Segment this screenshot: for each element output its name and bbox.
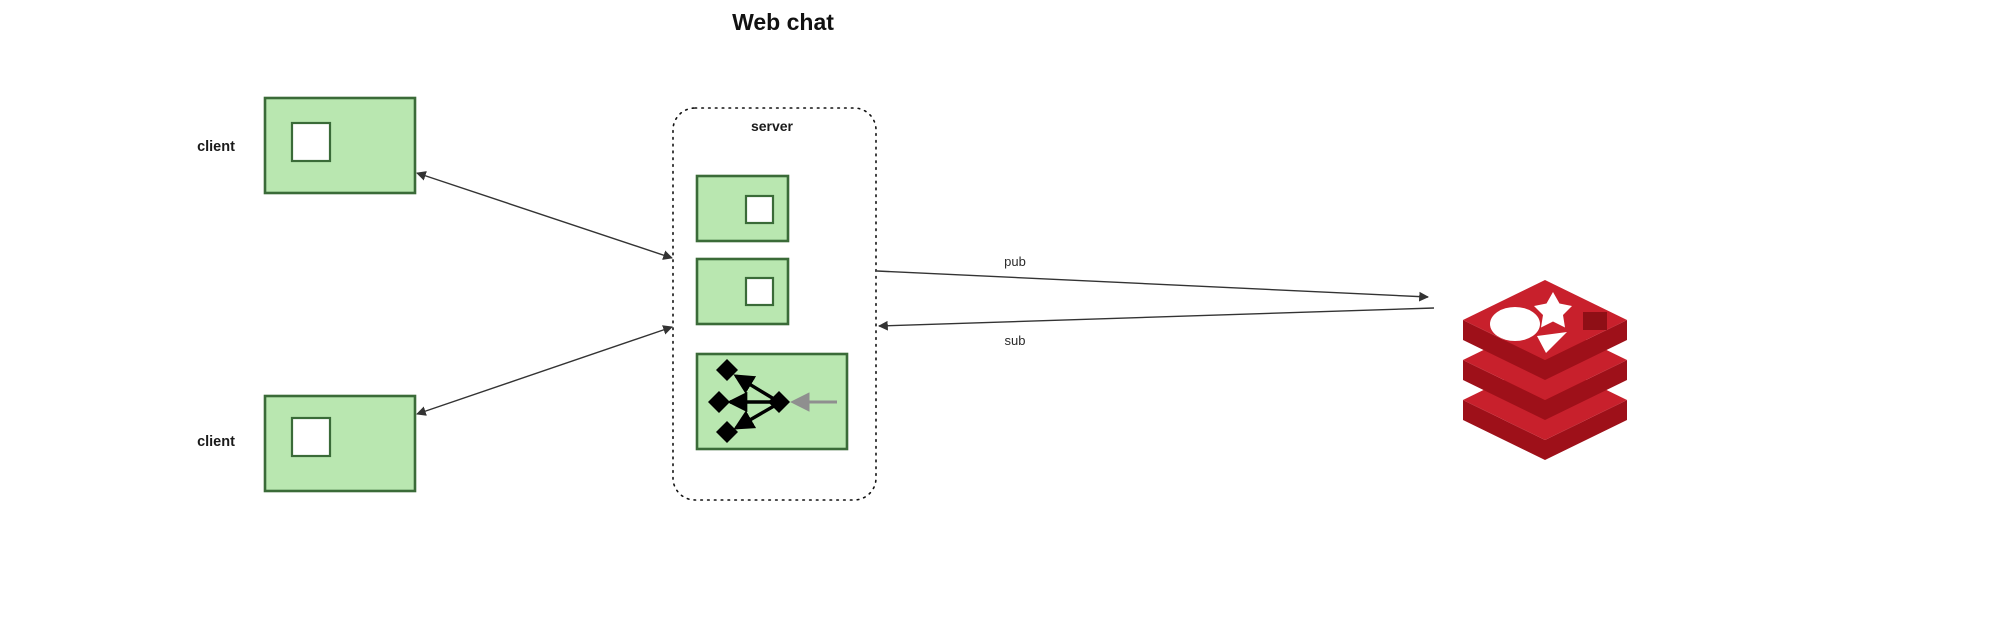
server-container-boundary [672,107,877,501]
client-bottom-inner-square [290,416,332,458]
fanout-hub-diamond [768,391,790,413]
client-bottom-label: client [197,434,235,450]
redis-star-glyph [1534,292,1572,328]
server-process-2-inner-square [744,276,775,307]
page-title: Web chat [732,9,834,35]
server-process-1-box[interactable] [695,174,790,243]
edges-layer: pub sub [416,171,1435,416]
client-top-inner-square [290,121,332,163]
client-top-box[interactable] [263,96,417,195]
edge-sub-redis-to-server [878,307,1435,331]
server-pubsub-fanout[interactable] [695,352,849,451]
client-bottom-box[interactable] [263,394,417,493]
redis-logo-glyphs [1490,292,1607,353]
server-group[interactable]: server [672,107,877,501]
client-node-bottom[interactable]: client [197,394,417,493]
edge-label-sub: sub [1005,333,1026,348]
edge-label-pub: pub [1004,254,1026,269]
server-group-label: server [751,118,794,134]
fanout-arrow-lower [733,404,775,430]
fanout-arrow-upper [733,374,775,401]
fanout-target-diamond-2 [708,391,730,413]
server-process-1-inner-square [744,194,775,225]
redis-square-glyph [1583,312,1607,330]
edge-client-bottom-server [416,325,673,416]
client-top-label: client [197,139,235,155]
server-process-1[interactable] [695,174,790,243]
redis-ellipse-glyph [1490,307,1540,341]
redis-triangle-glyph [1537,332,1567,353]
client-node-top[interactable]: client [197,96,417,195]
edge-client-top-server [416,171,673,260]
redis-logo[interactable] [1463,280,1627,460]
fanout-target-diamond-3 [716,421,738,443]
server-process-2[interactable] [695,257,790,326]
server-process-2-box[interactable] [695,257,790,326]
edge-pub-server-to-redis [876,270,1429,302]
fanout-target-diamond-1 [716,359,738,381]
